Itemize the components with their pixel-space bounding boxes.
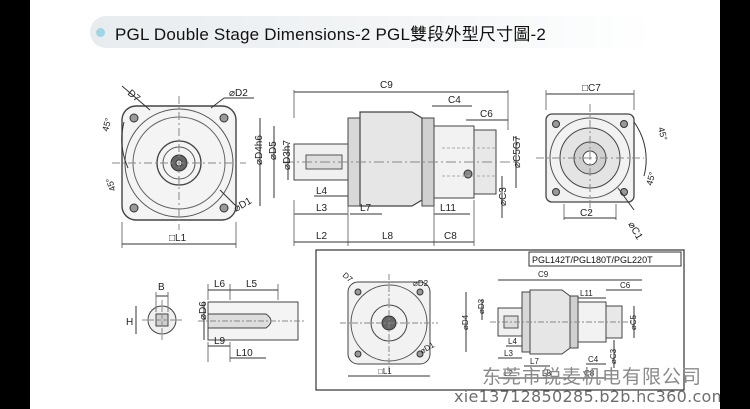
label-l1: □L1 [169,233,187,244]
side-view: C9 C4 C6 ⌀D4h6 ⌀D5 [254,80,523,246]
variant-label-l2: L2 [504,369,513,378]
variant-label-c3: ⌀C3 [609,348,618,364]
key-view: B H L6 L5 ⌀D6 L9 L10 [126,279,306,362]
label-d5: ⌀D5 [268,141,279,160]
label-rear-angle-2: 45° [644,170,657,186]
label-b: B [158,282,165,293]
label-c6: C6 [480,109,493,120]
variant-label-d3: ⌀D3 [477,298,486,314]
variant-box: PGL142T/PGL180T/PGL220T D7 ⌀D2 ⌀D1 □L1 C… [315,249,685,391]
variant-label-c4: C4 [588,355,599,364]
label-l9: L9 [214,336,226,347]
label-l5: L5 [246,279,258,290]
label-l3: L3 [316,203,328,214]
label-l4: L4 [316,186,328,197]
variant-label-c9: C9 [538,270,549,279]
label-c4: C4 [448,95,461,106]
label-c2: C2 [580,208,593,219]
label-l11: L11 [440,203,456,214]
variant-label-l7: L7 [530,357,539,366]
label-rear-angle-1: 45° [656,126,669,142]
label-c5: ⌀C5G7 [512,135,523,168]
label-d3: ⌀D3h7 [282,140,293,170]
label-l10: L10 [236,348,253,359]
title-bar [90,16,655,48]
bullet-dot-icon [96,28,105,37]
label-c3: ⌀C3 [498,187,509,206]
variant-label-l11: L11 [580,289,593,298]
drawing-page: PGL Double Stage Dimensions-2 PGL雙段外型尺寸圖… [30,0,720,409]
label-angle-1: 45° [100,116,113,132]
label-d6: ⌀D6 [198,301,209,320]
label-l2: L2 [316,231,328,242]
variant-title: PGL142T/PGL180T/PGL220T [532,255,653,265]
label-l7: L7 [360,203,372,214]
variant-label-c6: C6 [620,281,631,290]
rear-view: □C7 45° 45° C2 ⌀C1 [536,83,669,242]
label-c1: ⌀C1 [625,220,644,242]
label-c9: C9 [380,80,393,91]
variant-label-d4: ⌀D4 [461,314,470,330]
label-angle-2: 45° [104,176,118,193]
label-c7: □C7 [582,83,601,94]
label-d2: ⌀D2 [229,88,248,99]
page-title: PGL Double Stage Dimensions-2 PGL雙段外型尺寸圖… [115,25,547,44]
watermark-url: xie13712850285.b2b.hc360.com [454,387,720,406]
variant-label-d2: ⌀D2 [413,279,429,288]
front-view: D7 ⌀D2 ⌀D1 45° 45° □L1 [100,85,254,248]
dimension-drawing: D7 ⌀D2 ⌀D1 45° 45° □L1 C9 [100,80,685,391]
variant-label-c8: C8 [584,369,595,378]
label-d4: ⌀D4h6 [254,135,265,165]
variant-label-l3: L3 [504,349,513,358]
variant-label-l1: □L1 [378,367,392,376]
label-h: H [126,317,133,328]
variant-label-l4: L4 [508,337,517,346]
variant-label-l8: L8 [542,369,551,378]
label-l8: L8 [382,231,394,242]
watermark-company: 东莞市锐麦机电有限公司 [482,366,703,388]
label-c8: C8 [444,231,457,242]
variant-label-c5: ⌀C5 [629,314,638,330]
label-l6: L6 [214,279,226,290]
